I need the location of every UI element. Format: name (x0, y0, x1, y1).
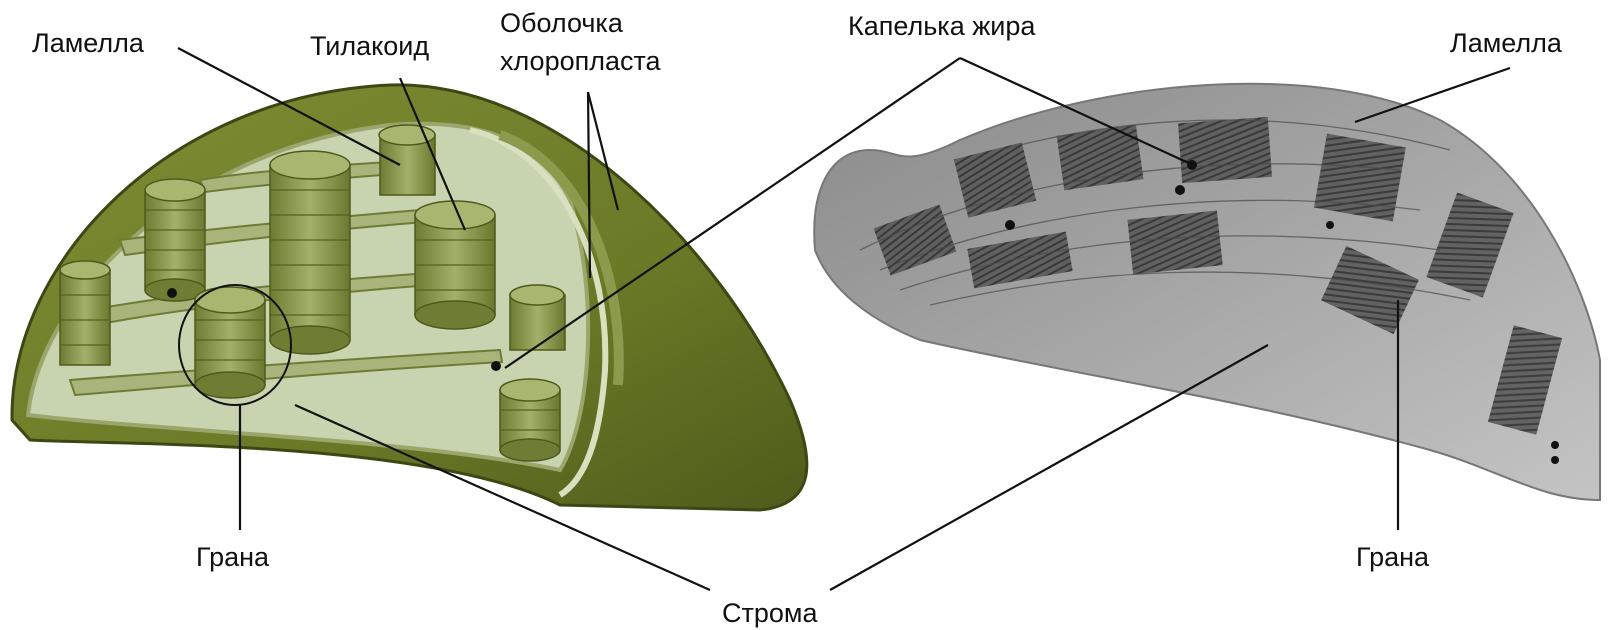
granum-circled (195, 287, 265, 398)
lipid-droplet-dot (491, 361, 501, 371)
label-envelope-line1: Оболочка (500, 8, 624, 38)
label-stroma: Строма (722, 598, 818, 628)
lipid-droplet-dot (1551, 441, 1559, 449)
leader-lamella-right (1355, 68, 1510, 122)
label-lamella-right: Ламелла (1450, 28, 1563, 58)
granum (270, 151, 350, 354)
lipid-droplet-dot (1175, 185, 1185, 195)
label-thylakoid: Тилакоид (310, 31, 429, 61)
leader-stroma-right (830, 345, 1268, 590)
label-grana-left: Грана (196, 542, 270, 572)
granum (60, 261, 110, 365)
lipid-droplet-dot (1326, 221, 1334, 229)
granum (500, 379, 560, 461)
lipid-droplet-dot (1551, 456, 1559, 464)
label-grana-right: Грана (1356, 542, 1430, 572)
granum (379, 125, 435, 195)
lipid-droplet-dot (167, 288, 177, 298)
label-lamella-left: Ламелла (32, 28, 145, 58)
lipid-droplet-dot (1005, 220, 1015, 230)
granum (145, 179, 205, 301)
chloroplast-illustration (12, 85, 807, 510)
label-lipid-droplet: Капелька жира (848, 11, 1036, 41)
label-envelope-line2: хлоропласта (500, 46, 662, 76)
granum (510, 285, 565, 350)
electron-micrograph (814, 84, 1600, 500)
